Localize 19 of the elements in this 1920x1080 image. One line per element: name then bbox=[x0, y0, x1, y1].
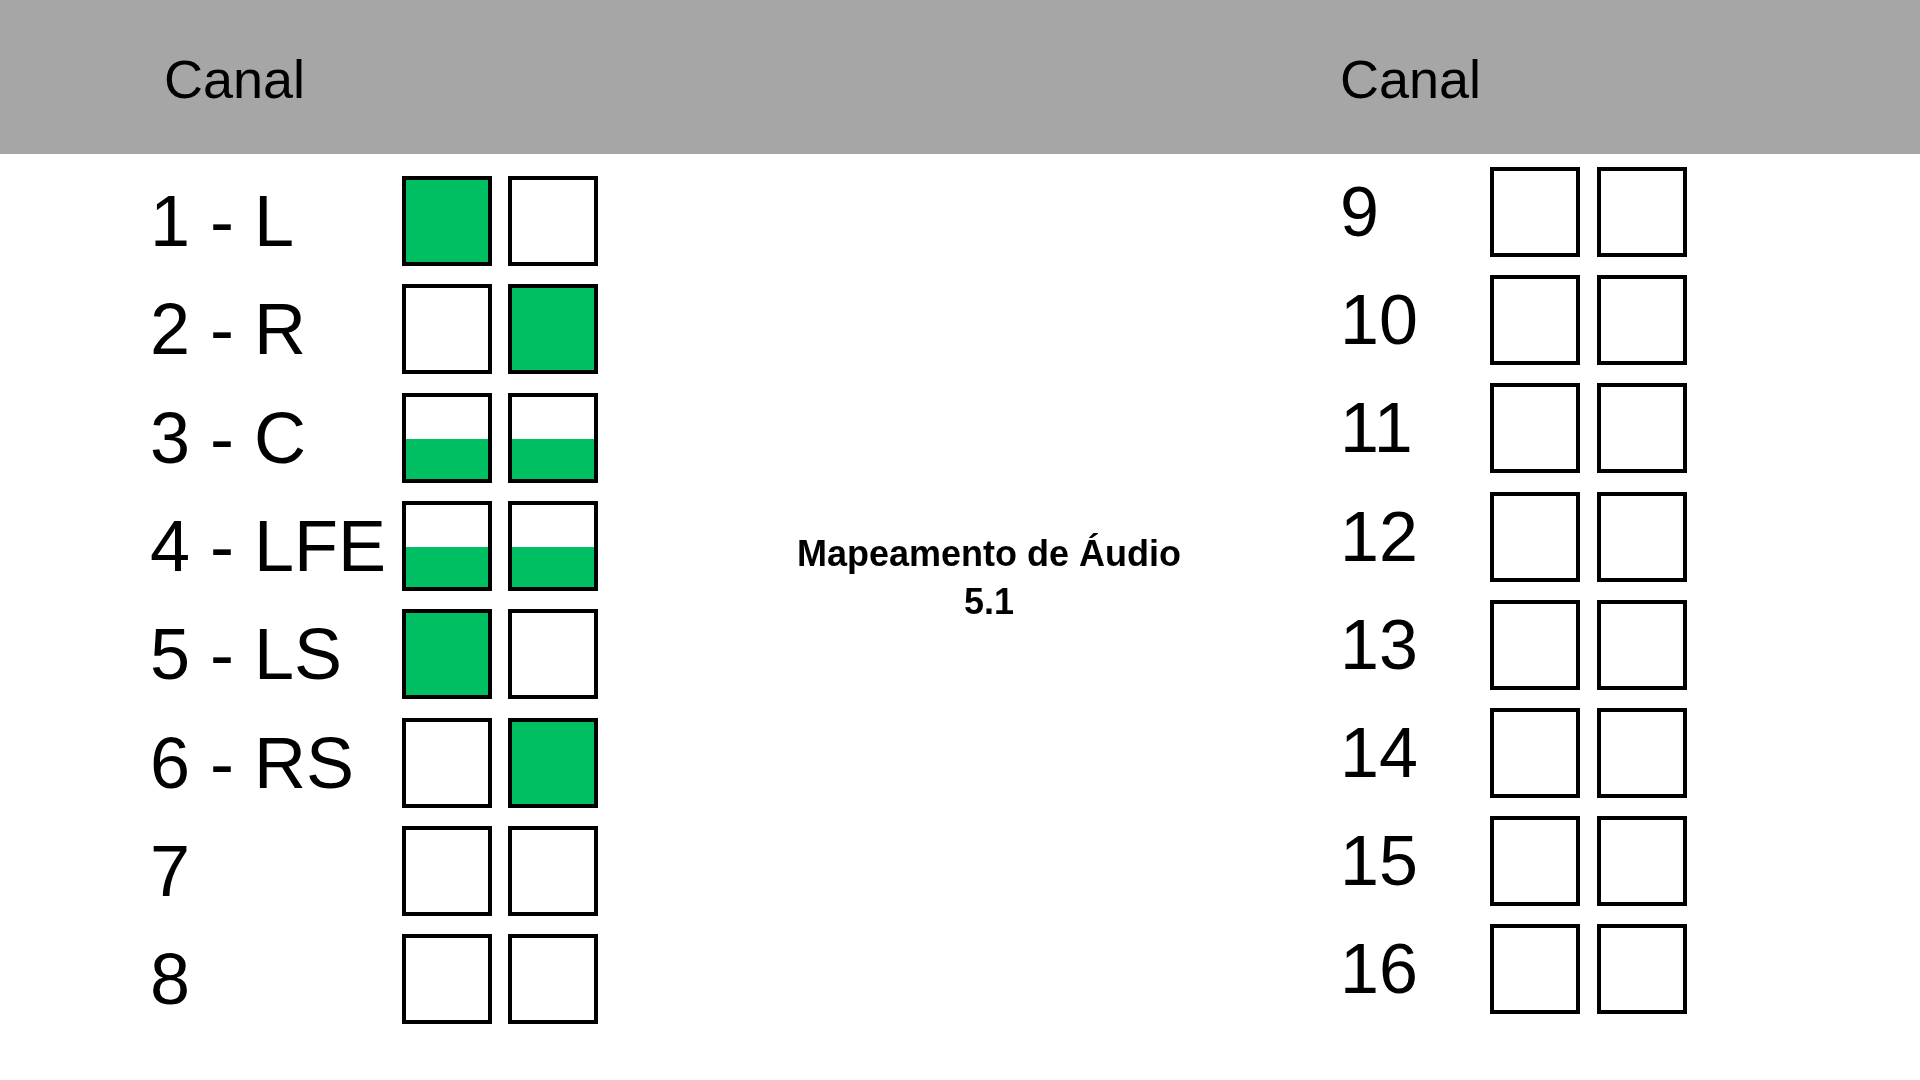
diagram-title: Mapeamento de Áudio 5.1 bbox=[796, 532, 1182, 624]
channel-label: 14 bbox=[1340, 718, 1418, 788]
channel-label: 7 bbox=[150, 834, 191, 907]
channel-label: 1 - L bbox=[150, 185, 295, 257]
column-heading: Canal bbox=[1340, 52, 1482, 106]
channel-label: 8 bbox=[150, 943, 191, 1016]
channel-label: 12 bbox=[1340, 501, 1418, 572]
channel-label: 3 - C bbox=[150, 401, 307, 474]
channel-label: 5 - LS bbox=[150, 618, 343, 691]
channel-label: 15 bbox=[1340, 826, 1418, 897]
column-heading: Canal bbox=[164, 52, 306, 106]
channel-label: 11 bbox=[1340, 393, 1413, 464]
channel-label: 9 bbox=[1340, 177, 1379, 247]
channel-label: 6 - RS bbox=[150, 726, 355, 799]
channel-label: 16 bbox=[1340, 934, 1418, 1005]
channel-label: 10 bbox=[1340, 285, 1418, 356]
channel-label: 2 - R bbox=[150, 293, 307, 366]
channel-label: 4 - LFE bbox=[150, 509, 387, 582]
channel-label: 13 bbox=[1340, 609, 1418, 680]
